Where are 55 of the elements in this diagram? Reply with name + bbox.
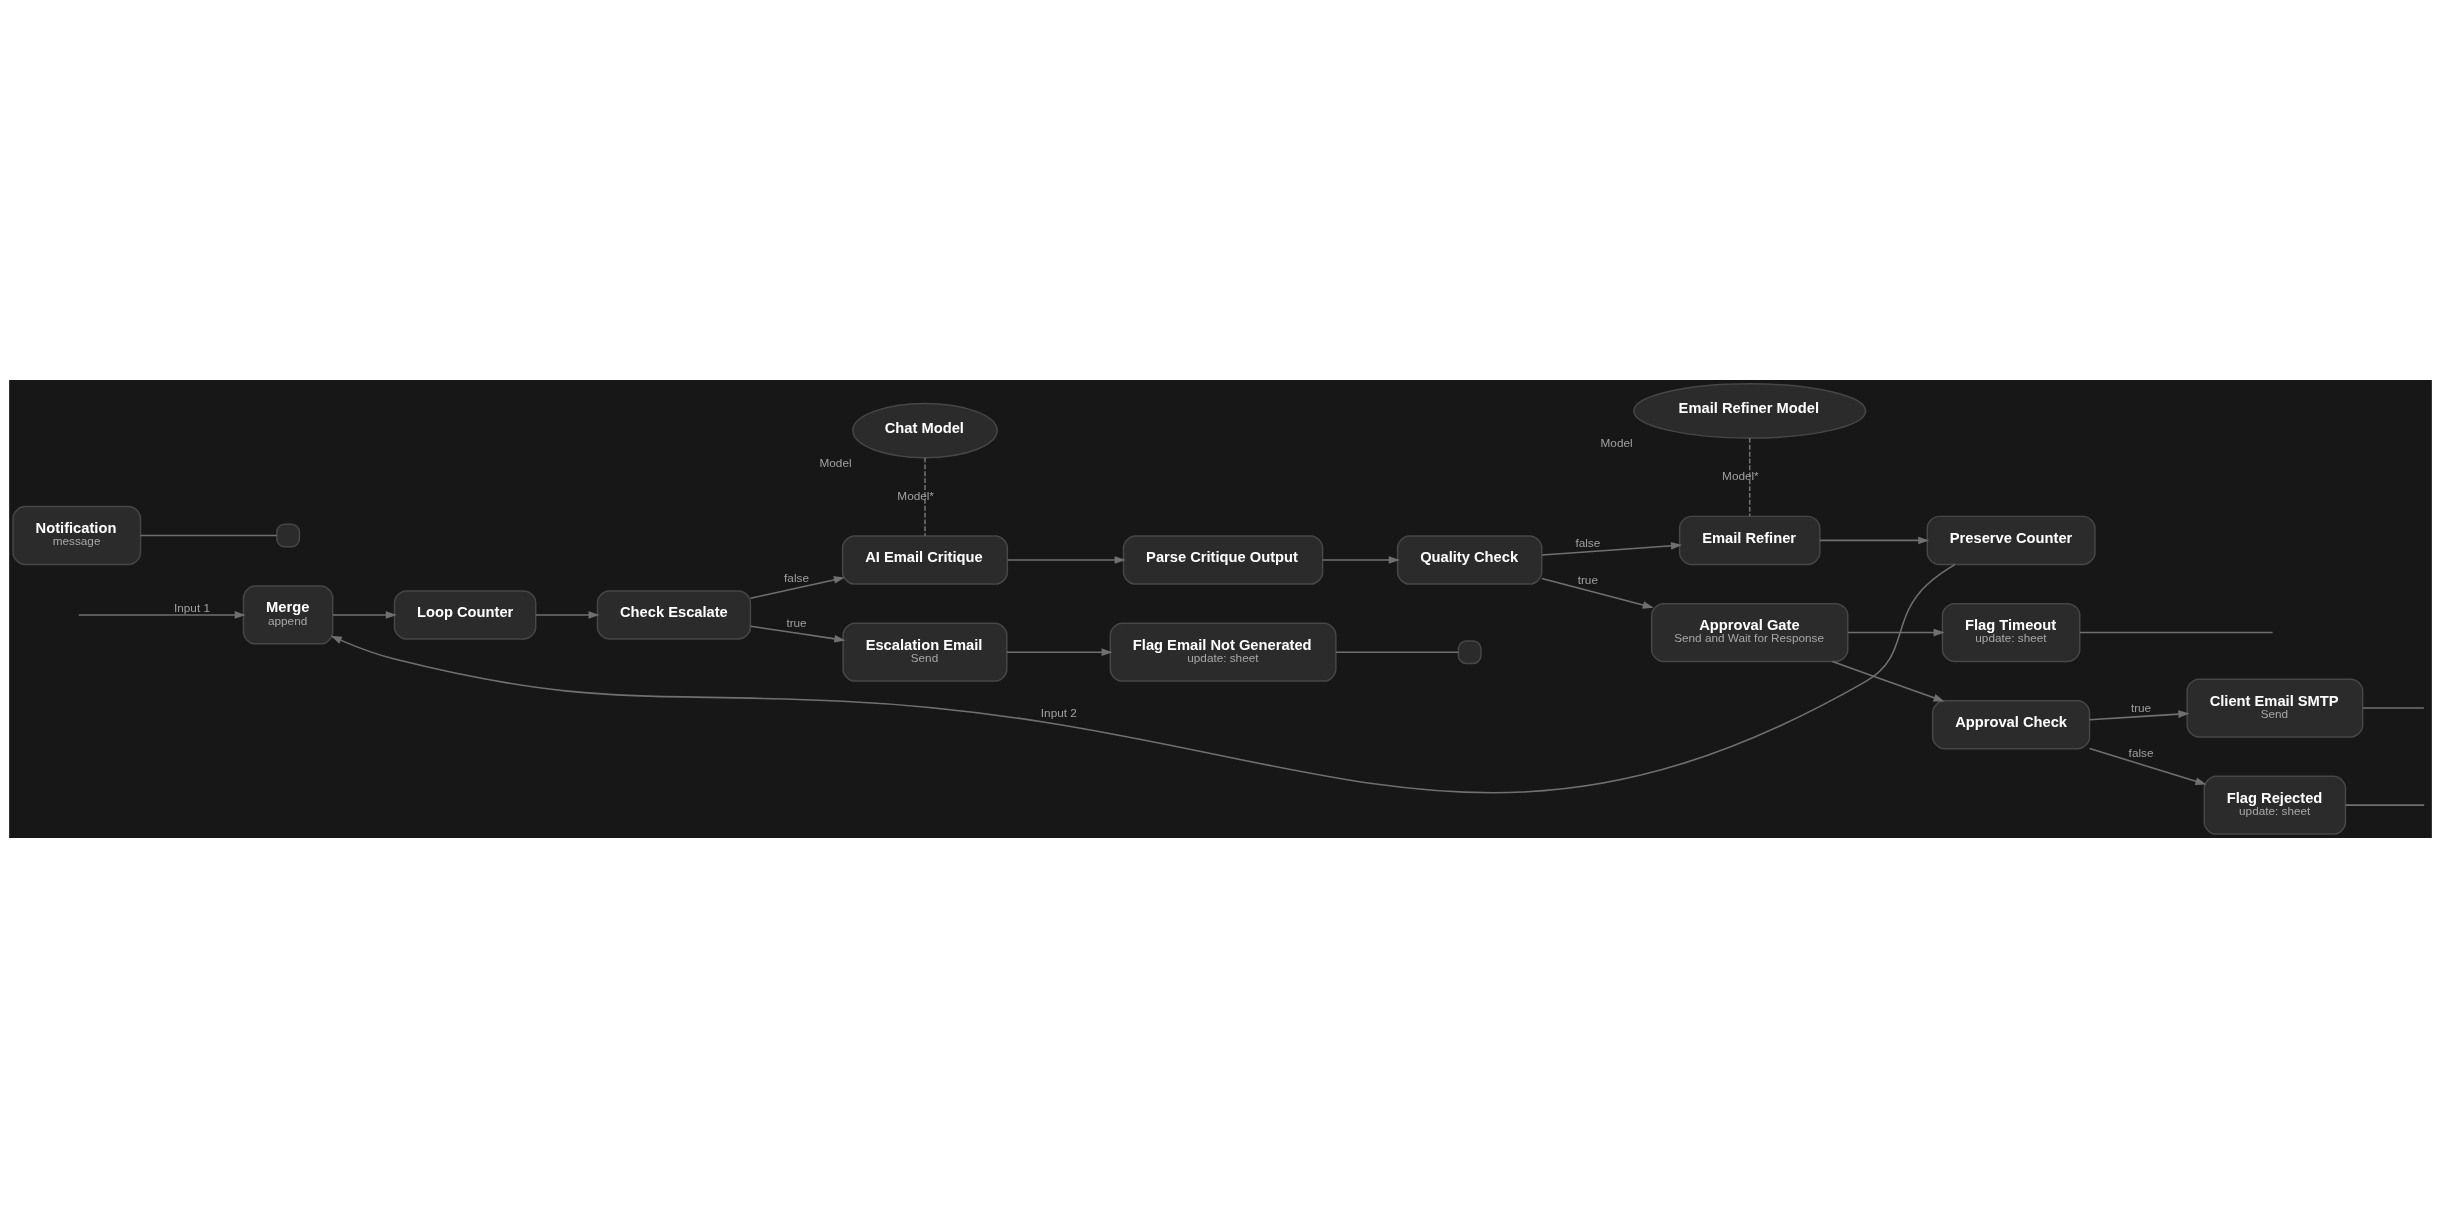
edge-label: true	[2130, 700, 2152, 714]
connector	[139, 534, 278, 536]
node-box: Flag Rejected update: sheet	[2203, 775, 2347, 835]
connector	[1335, 650, 1460, 653]
node-box: Preserve Counter	[1926, 515, 2096, 565]
node-box: Approval Check	[1931, 699, 2091, 749]
arrow	[1322, 555, 1400, 564]
node-box: Merge append	[242, 584, 334, 645]
arrow	[330, 563, 1956, 793]
arrow	[2088, 747, 2207, 785]
edge-label: true	[1577, 572, 1598, 586]
arrow	[1006, 647, 1113, 656]
node-box: Check Escalate	[596, 589, 752, 640]
arrow	[1819, 536, 1930, 544]
node-label: Model	[1600, 435, 1633, 449]
node-box: Escalation Email Send	[842, 622, 1008, 682]
connector	[1748, 436, 1751, 517]
edge-label: Input 2	[1040, 705, 1077, 719]
arrow	[77, 610, 246, 619]
node-box	[276, 523, 301, 547]
arrow	[1541, 541, 1682, 556]
node-box: Notification message	[12, 505, 142, 565]
node-box	[1457, 639, 1482, 664]
edge-label: Input 1	[174, 600, 210, 614]
arrow	[1847, 628, 1945, 636]
edge-label: false	[784, 570, 809, 584]
connector	[2079, 631, 2274, 633]
connector	[2344, 803, 2425, 806]
edge-label: true	[786, 615, 807, 629]
node-box: Loop Counter	[393, 589, 537, 640]
connector	[924, 456, 926, 537]
arrow	[1831, 660, 1945, 701]
node-box: Client Email SMTP Send	[2186, 677, 2364, 738]
edge-label: false	[1575, 535, 1601, 549]
arrow	[2088, 709, 2190, 721]
node-box: Flag Email Not Generated update: sheet	[1109, 622, 1337, 682]
edge-label: false	[2128, 745, 2154, 759]
arrow	[535, 610, 600, 619]
arrow	[749, 575, 845, 599]
arrow	[1006, 555, 1126, 564]
node-box: Approval Gate Send and Wait for Response	[1650, 602, 1849, 662]
connector	[2361, 706, 2425, 709]
arrow	[332, 610, 397, 619]
node-box: Flag Timeout update: sheet	[1941, 602, 2081, 662]
arrow	[749, 624, 846, 643]
node-ellipse: Chat Model	[852, 402, 998, 458]
node-ellipse: Email Refiner Model	[1633, 382, 1867, 439]
node-box: Email Refiner	[1678, 515, 1821, 565]
node-box: AI Email Critique	[841, 534, 1009, 585]
node-box: Quality Check	[1396, 534, 1543, 585]
edge-label: Model*	[897, 488, 934, 502]
arrow	[1541, 577, 1654, 609]
node-box: Parse Critique Output	[1122, 534, 1324, 585]
edge-label: Model*	[1722, 468, 1759, 482]
node-label: Model	[819, 455, 852, 469]
